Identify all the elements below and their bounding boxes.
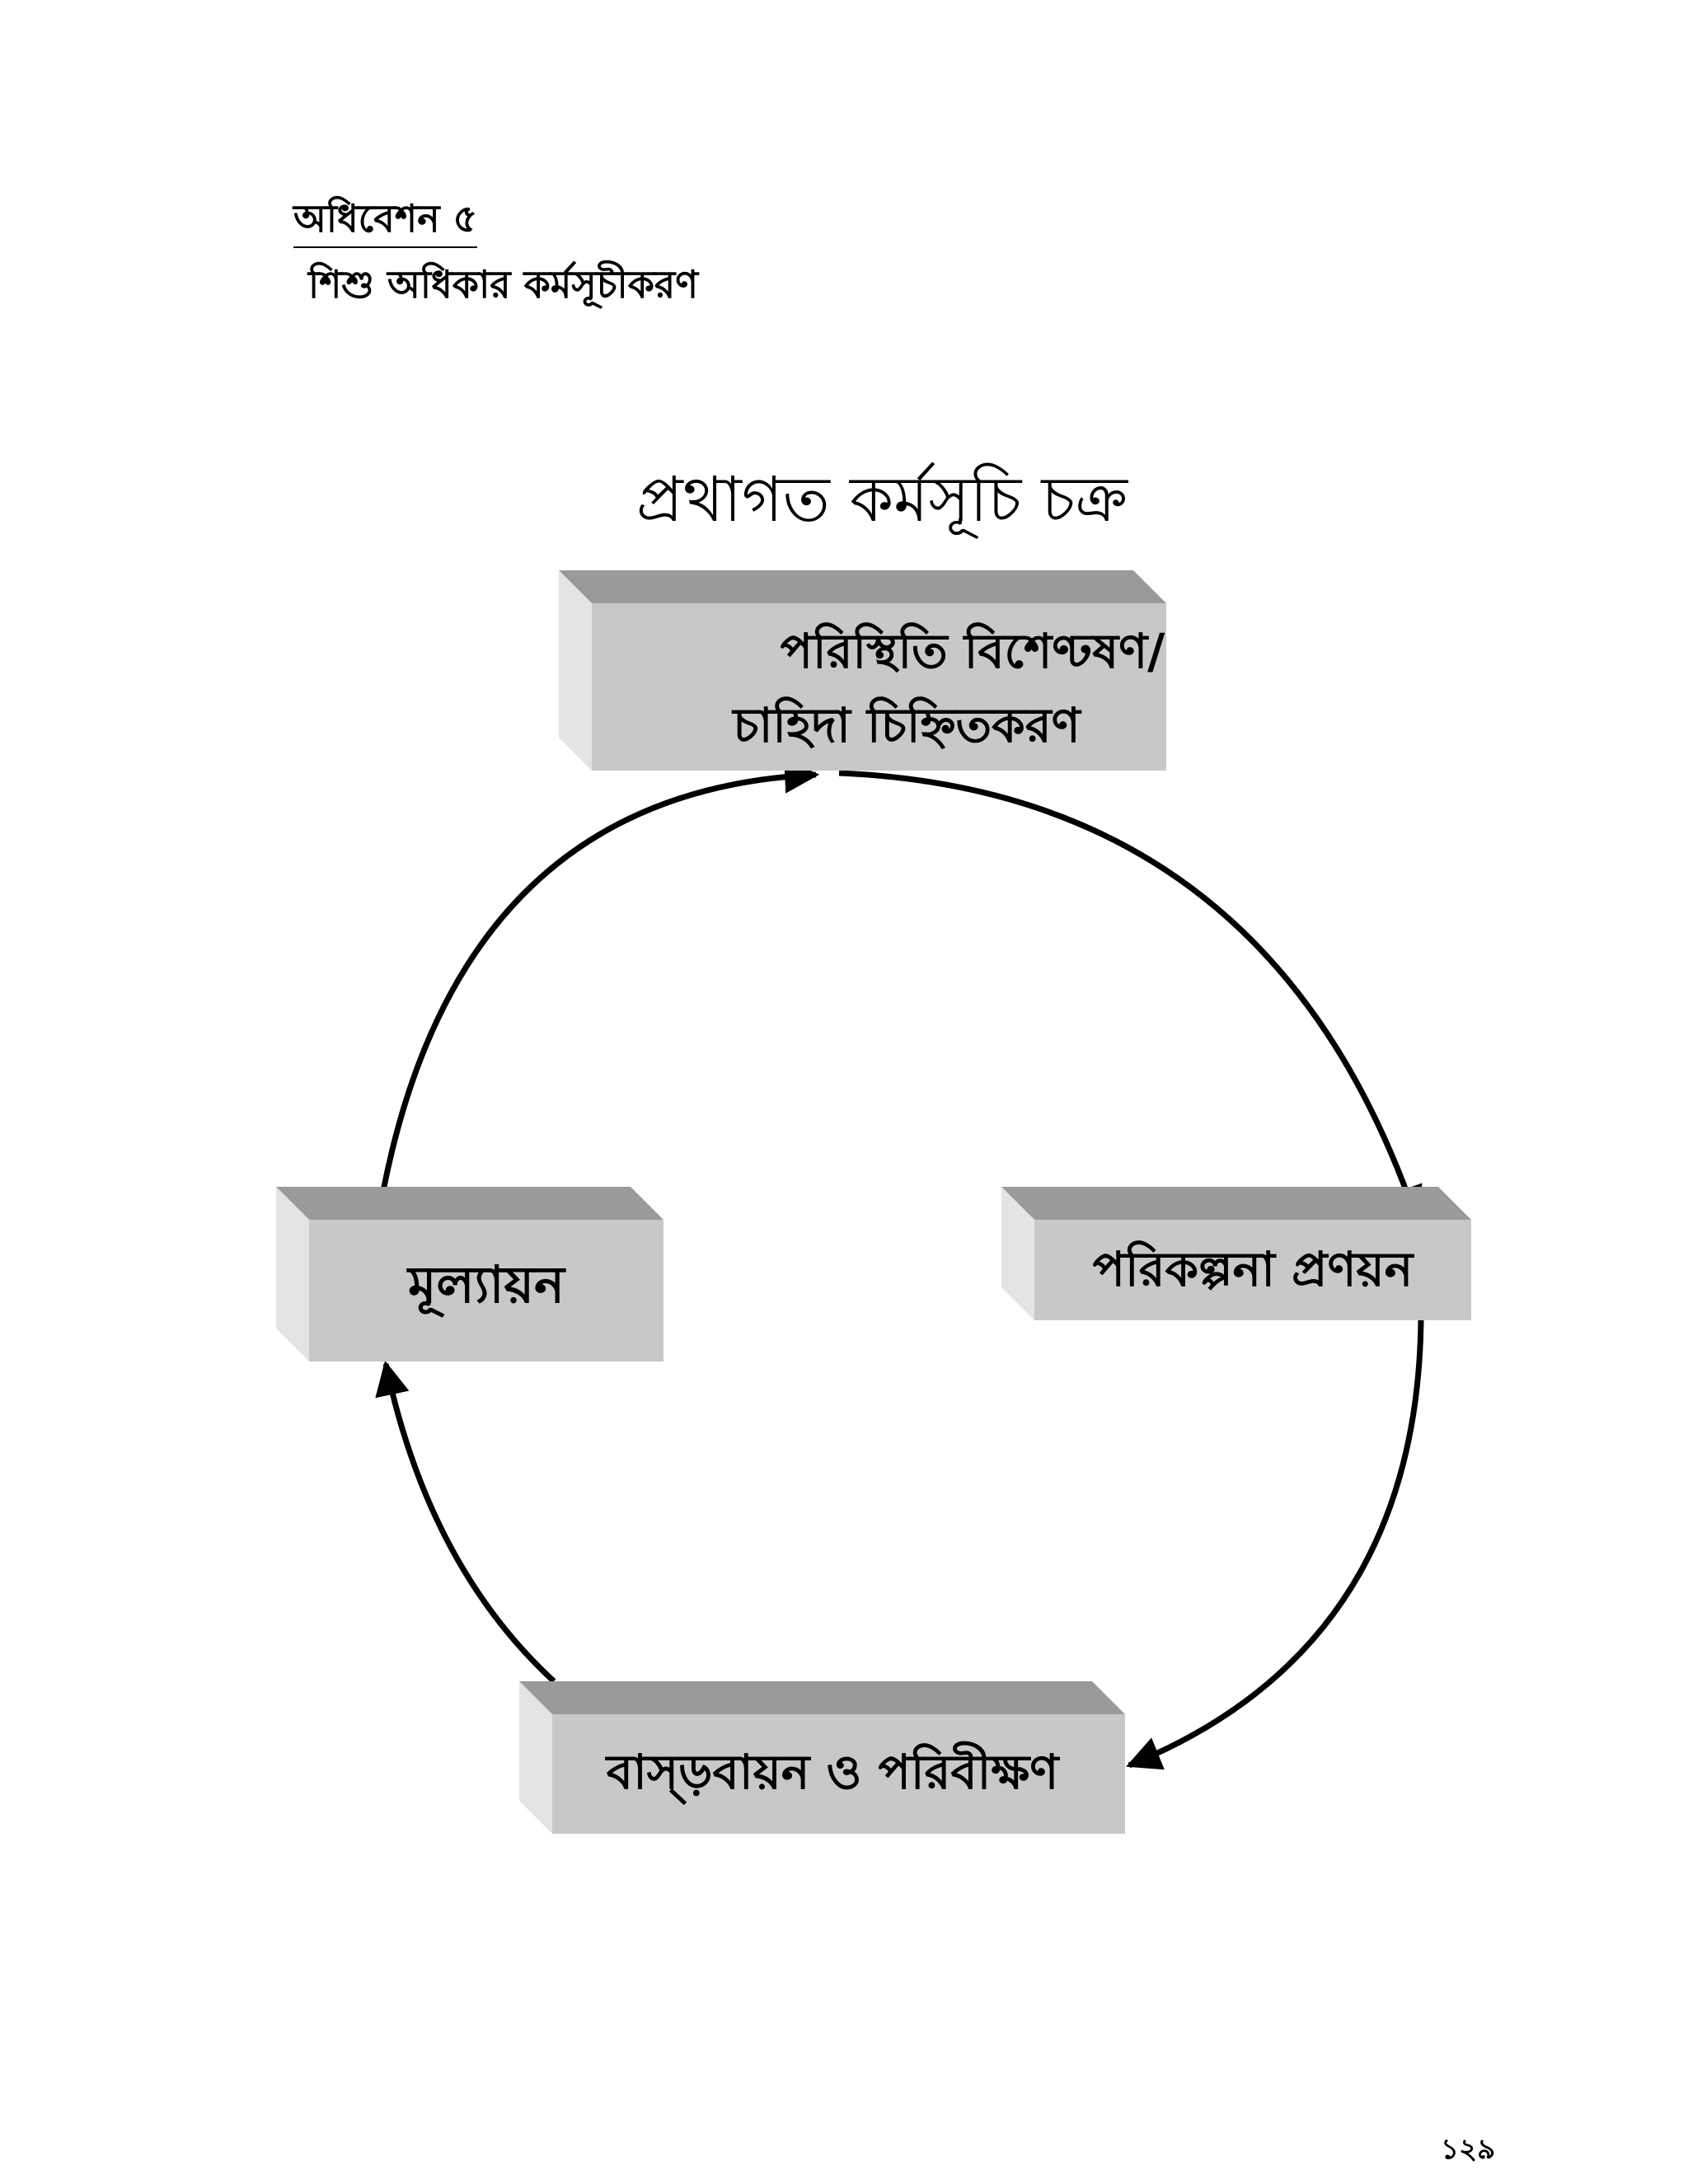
step-label: মূল্যায়ন	[406, 1254, 566, 1319]
arrow-evaluation-to-analysis	[380, 758, 820, 1192]
step-box-implementation: বাস্ড়বায়ন ও পরিবীক্ষণ	[519, 1681, 1125, 1834]
box-top-face	[559, 570, 1166, 603]
box-top-face	[276, 1187, 663, 1220]
box-front-face	[592, 603, 1166, 771]
diagram-title: প্রথাগত কর্মসূচি চক্র	[635, 462, 1128, 536]
step-box-situation-analysis: পরিস্থিতি বিশেণ্ঢষণ/ চাহিদা চিহ্নিতকরণ	[559, 570, 1166, 771]
box-front-face	[309, 1220, 663, 1361]
box-front-face	[1034, 1220, 1471, 1320]
step-label-line-1: পরিস্থিতি বিশেণ্ঢষণ/	[781, 622, 1166, 679]
step-label-line-2: চাহিদা চিহ্নিতকরণ	[731, 696, 1081, 753]
arrow-planning-to-implementation	[1126, 1318, 1424, 1770]
box-side-face	[276, 1187, 309, 1361]
arrow-implementation-to-evaluation	[375, 1360, 556, 1684]
page-number: ১২৯	[1441, 2133, 1496, 2166]
step-box-evaluation: মূল্যায়ন	[276, 1187, 663, 1361]
box-side-face	[1001, 1187, 1034, 1320]
box-side-face	[519, 1681, 552, 1834]
box-side-face	[559, 570, 592, 771]
box-top-face	[1001, 1187, 1471, 1220]
box-top-face	[519, 1681, 1125, 1714]
session-label: অধিবেশন ৫	[293, 196, 478, 249]
step-box-planning: পরিকল্পনা প্রণয়ন	[1001, 1187, 1471, 1320]
step-label: বাস্ড়বায়ন ও পরিবীক্ষণ	[605, 1741, 1061, 1806]
box-front-face	[552, 1714, 1125, 1834]
arrow-analysis-to-planning	[838, 770, 1423, 1221]
session-topic: শিশু অধিকার কর্মসূচীকরণ	[308, 262, 699, 307]
step-label: পরিকল্পনা প্রণয়ন	[1093, 1240, 1415, 1297]
